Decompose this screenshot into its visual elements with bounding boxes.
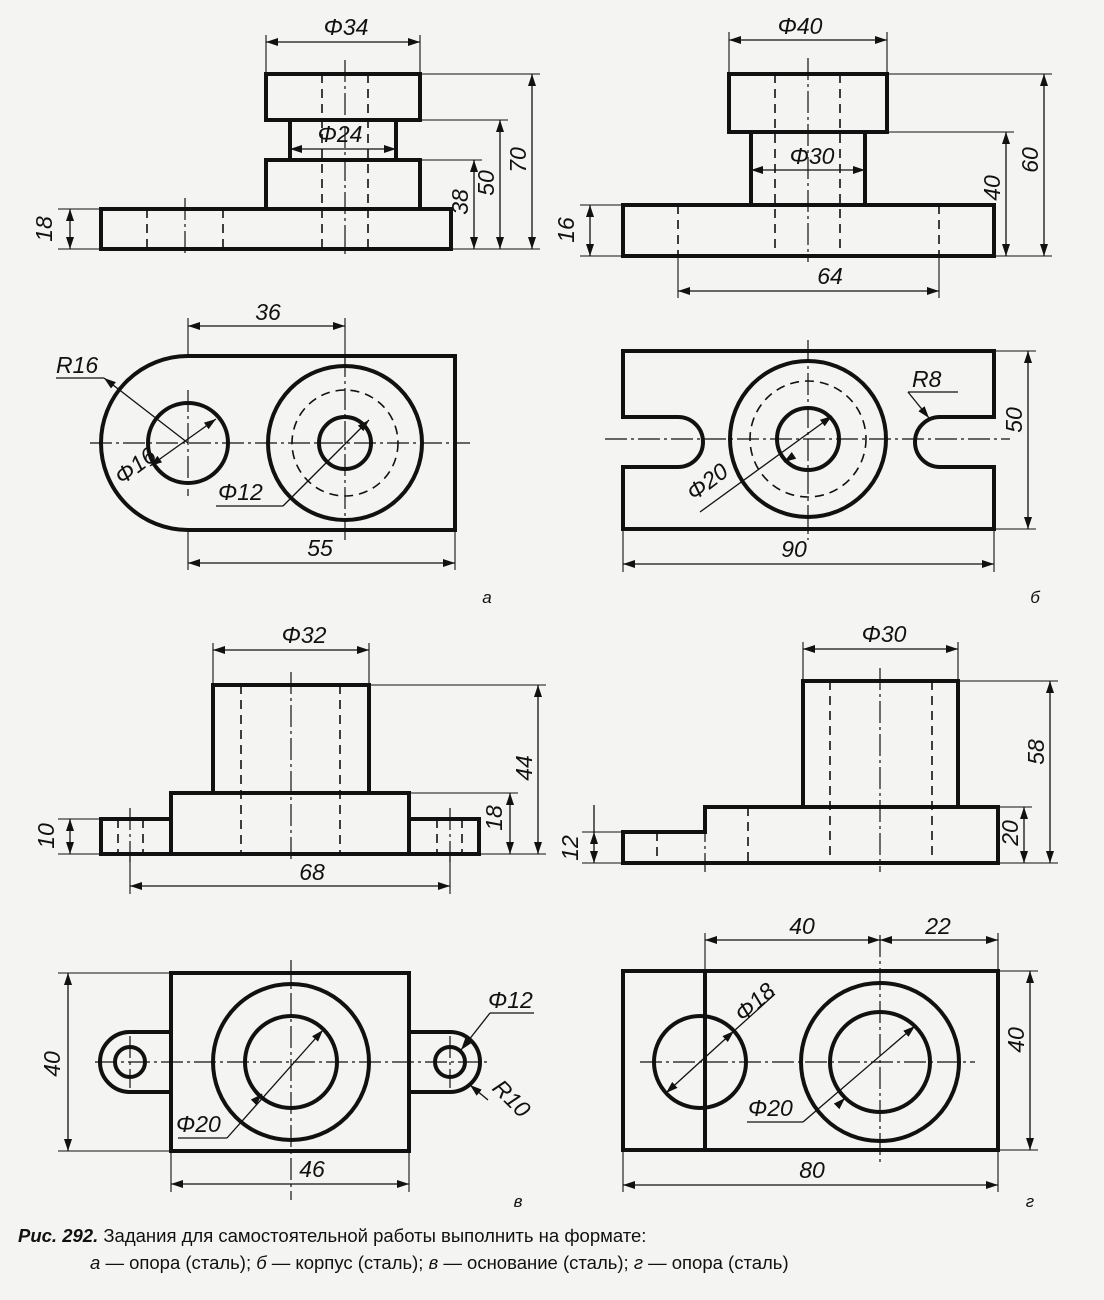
dim-g-58: 58: [1023, 739, 1049, 765]
top-view-g: 40 22 Φ18 Φ20 40 80 г: [621, 913, 1038, 1211]
figure-caption: Рис. 292. Задания для самостоятельной ра…: [18, 1222, 1088, 1276]
dim-g-80: 80: [799, 1157, 825, 1183]
dim-b-d40: Φ40: [778, 13, 823, 39]
caption-text-g: — опора (сталь): [648, 1252, 789, 1273]
dim-g-22: 22: [924, 913, 951, 939]
front-view-v: Φ32 10 44 18 68: [33, 622, 546, 894]
view-label-a: а: [482, 588, 491, 607]
dim-a-50: 50: [473, 170, 499, 196]
dim-v-10: 10: [33, 823, 59, 849]
dim-g-20: 20: [997, 820, 1023, 847]
dim-a-d16: Φ16: [109, 442, 161, 490]
dim-a-18: 18: [31, 216, 57, 242]
dim-a-38: 38: [447, 189, 473, 215]
view-label-v: в: [514, 1192, 523, 1211]
caption-letter-g: г: [633, 1252, 643, 1273]
caption-line-1: Рис. 292. Задания для самостоятельной ра…: [18, 1222, 1088, 1249]
dim-b-40: 40: [979, 175, 1005, 201]
top-view-a: 36 R16 Φ16 Φ12 55 а: [56, 299, 492, 607]
dim-v-44: 44: [511, 755, 537, 781]
top-view-b: R8 50 Φ20 90 б: [605, 340, 1041, 607]
view-label-b: б: [1030, 588, 1041, 607]
top-view-v: 40 Φ20 Φ12 R10 46 в: [39, 960, 536, 1211]
dim-b-50: 50: [1001, 407, 1027, 433]
variant-b: Φ40 Φ30 16 40 60 64: [553, 13, 1052, 607]
front-view-a: Φ34 Φ24 18 38 50 70: [31, 14, 540, 256]
dim-b-60: 60: [1017, 147, 1043, 173]
caption-text-b: — корпус (сталь);: [271, 1252, 424, 1273]
dim-a-d12: Φ12: [218, 479, 263, 505]
dim-g-12: 12: [557, 835, 583, 861]
caption-letter-b: б: [256, 1252, 267, 1273]
dim-g-40b: 40: [1003, 1027, 1029, 1053]
dim-v-46: 46: [299, 1156, 325, 1182]
dim-b-r8: R8: [912, 366, 942, 392]
dim-a-d24: Φ24: [318, 121, 363, 147]
dim-g-d18: Φ18: [729, 977, 780, 1026]
caption-letter-a: а: [90, 1252, 101, 1273]
front-view-b: Φ40 Φ30 16 40 60 64: [553, 13, 1052, 298]
figure-number: Рис. 292.: [18, 1225, 99, 1246]
dim-a-d34: Φ34: [324, 14, 369, 40]
variant-a: Φ34 Φ24 18 38 50 70: [31, 14, 540, 607]
dim-a-70: 70: [505, 147, 531, 173]
dim-a-55: 55: [307, 535, 333, 561]
dim-v-68: 68: [299, 859, 325, 885]
dim-a-r16: R16: [56, 352, 98, 378]
variant-v: Φ32 10 44 18 68: [33, 622, 546, 1211]
drawing-canvas: Φ34 Φ24 18 38 50 70: [31, 13, 1058, 1211]
dim-v-r10: R10: [488, 1074, 536, 1122]
dim-g-d20: Φ20: [748, 1095, 793, 1121]
view-label-g: г: [1026, 1192, 1034, 1211]
dim-g-d30: Φ30: [862, 621, 907, 647]
caption-letter-v: в: [428, 1252, 439, 1273]
dim-b-90: 90: [781, 536, 807, 562]
dim-b-64: 64: [817, 263, 843, 289]
dim-v-d20: Φ20: [176, 1111, 221, 1137]
caption-title: Задания для самостоятельной работы выпол…: [103, 1225, 647, 1246]
dim-g-40a: 40: [789, 913, 815, 939]
caption-text-a: — опора (сталь);: [105, 1252, 252, 1273]
dim-b-d30: Φ30: [790, 143, 835, 169]
dim-v-d12: Φ12: [488, 987, 533, 1013]
variant-g: Φ30 12 58 20: [557, 621, 1058, 1211]
front-view-g: Φ30 12 58 20: [557, 621, 1058, 872]
dim-b-16: 16: [553, 217, 579, 243]
dim-v-40: 40: [39, 1051, 65, 1077]
caption-line-2: а — опора (сталь); б — корпус (сталь); в…: [18, 1249, 1088, 1276]
dim-v-d32: Φ32: [282, 622, 327, 648]
caption-text-v: — основание (сталь);: [443, 1252, 629, 1273]
dim-v-18: 18: [481, 805, 507, 831]
dim-a-36: 36: [255, 299, 281, 325]
